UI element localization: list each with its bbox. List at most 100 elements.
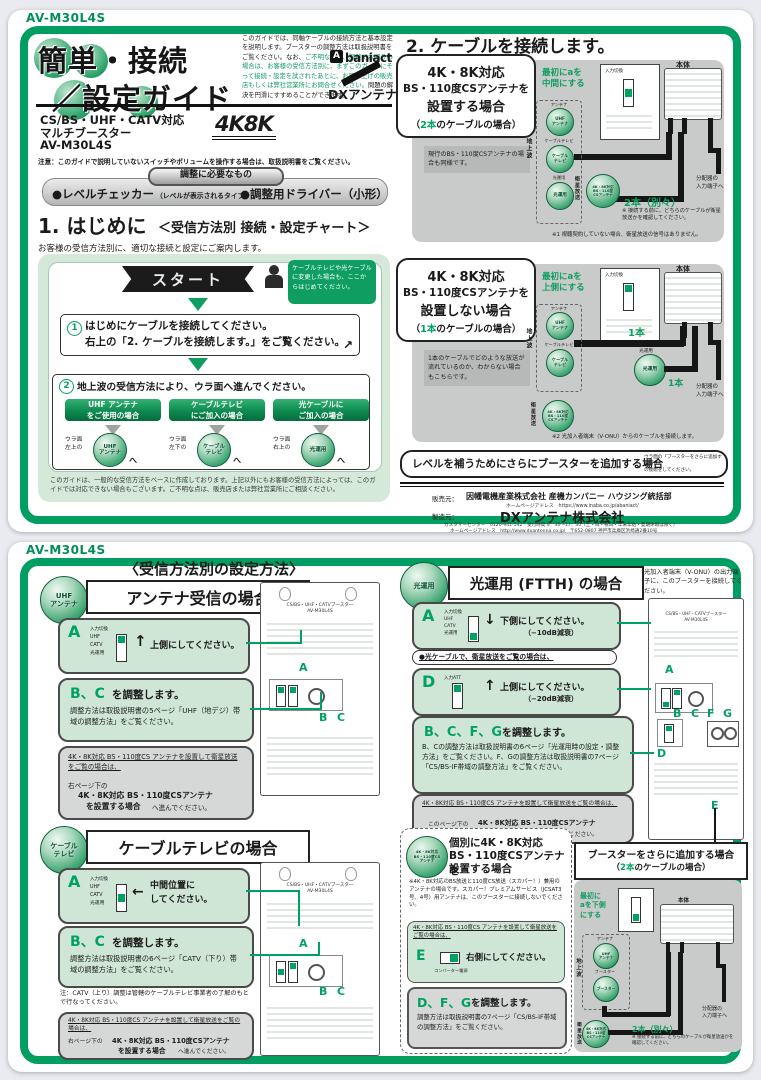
cable bbox=[680, 942, 684, 953]
case1-count-note: ※ 接続する前に、どちらのケーブルが衛星放送かを確認してください。 bbox=[622, 208, 721, 222]
catv-caption: ケーブルテレビ bbox=[544, 138, 574, 143]
tool-level-checker-note: （レベルが表示されるタイプ） bbox=[156, 192, 252, 200]
secD-e-line: 4K・8K対応 BS・110度CS アンテナを設置して衛星放送をご覧の場合は、 bbox=[413, 925, 557, 939]
case1-cable-count-label: 2本（別々） bbox=[624, 198, 681, 209]
branch-arrow-down bbox=[313, 425, 329, 435]
ftth-caption: 光運用 bbox=[552, 175, 566, 180]
case1-title-line2: BS・110度CSアンテナを bbox=[402, 83, 530, 95]
secE-source-box: アンテナ UHF アンテナ ブースター ブースター bbox=[582, 934, 630, 1010]
cable-satellite bbox=[598, 196, 682, 202]
case2-cable-count: 1本 bbox=[420, 324, 437, 335]
cable bbox=[602, 1012, 670, 1017]
input-switch-icon bbox=[116, 634, 127, 662]
gain-knob-icon bbox=[308, 688, 325, 705]
secB-gray-bold1: 4K・8K対応 BS・110度CSアンテナ bbox=[112, 1037, 230, 1045]
connector-line bbox=[630, 752, 654, 754]
gain-knob-icon bbox=[688, 691, 704, 707]
secA-instruction: 上側にしてください。 bbox=[150, 641, 240, 651]
add-booster-note: ウラ面の「ブースターをさらに追加する場合」 の接続をしてください。 bbox=[644, 455, 722, 473]
badge-C: C bbox=[337, 985, 346, 998]
cable bbox=[668, 118, 673, 134]
branch-catv-to: へ bbox=[233, 456, 241, 465]
letter-A: A bbox=[68, 872, 81, 891]
secE-cable-count: 2本 bbox=[620, 863, 635, 873]
secE-switch-inset bbox=[618, 888, 654, 932]
secC-boxD: D 入力ATT ↑ 上側にしてください。 （−20dB減衰） bbox=[412, 668, 621, 716]
catv-caption: ケーブルテレビ bbox=[544, 342, 574, 347]
antenna-stamp: UHF アンテナ bbox=[546, 108, 574, 136]
secC-gray-pre: このページ下の bbox=[428, 822, 469, 828]
adjust-label: を調整します。 bbox=[112, 689, 185, 701]
connector-line bbox=[246, 642, 302, 644]
unit-adjust-panel bbox=[269, 679, 343, 711]
antenna-stamp: UHF アンテナ bbox=[546, 312, 574, 340]
maker-contact-line: カスタマーセンター 0120-941-542 受付時間 9：30～17：30（土… bbox=[444, 523, 678, 528]
secE-count-note: ※ 接続する前に、どちらのケーブルが衛星放送かを確認してください。 bbox=[632, 1035, 734, 1047]
secB-gray-bold2: を設置する場合 bbox=[118, 1047, 166, 1055]
cable-output bbox=[716, 148, 721, 174]
case2-count2: 1本 bbox=[668, 379, 684, 389]
letters-BC: B、C bbox=[70, 934, 105, 950]
mount-hole bbox=[345, 867, 357, 881]
antenna-caption: アンテナ bbox=[550, 306, 568, 311]
secC-gray-line1: 4K・8K対応 BS・110度CS アンテナを設置して衛星放送をご覧の場合は、 bbox=[422, 801, 618, 807]
ftth-caption: 光運用 bbox=[639, 349, 653, 354]
secB-title: ケーブルテレビの場合 bbox=[86, 830, 310, 864]
secC-bcfg-body: B、Cの調整方法は取扱説明書の6ページ「光運用時の設定・調整方法」をご覧ください… bbox=[422, 743, 620, 772]
badge-C: C bbox=[337, 711, 346, 724]
case1-switch-inset: 入力切換 bbox=[600, 64, 660, 140]
page2-header: 〈受信方法別の設定方法〉 bbox=[124, 560, 305, 578]
flow-arrow-down bbox=[188, 298, 208, 311]
case2-count1: 1本 bbox=[628, 328, 645, 339]
att-switch-icon bbox=[664, 724, 674, 743]
d-att-panel bbox=[657, 719, 683, 747]
satellite-antenna-stamp: 4K・8K対応 BS・110度 CSアンテナ bbox=[582, 1020, 610, 1048]
branch-uhf-stamp: UHF アンテナ bbox=[93, 433, 127, 467]
att-switch-icon bbox=[288, 685, 298, 707]
letter-A: A bbox=[422, 606, 435, 625]
letter-D: D bbox=[422, 672, 436, 691]
secE-unit-label: 本体 bbox=[678, 898, 690, 904]
antenna-caption: アンテナ bbox=[550, 102, 568, 107]
secE-distributor-label: 分配器の 入力端子へ bbox=[702, 1006, 728, 1019]
secD-boxE: 4K・8K対応 BS・110度CS アンテナを設置して衛星放送をご覧の場合は、 … bbox=[407, 921, 565, 983]
step2-number: 2 bbox=[59, 379, 74, 394]
branch-ftth-stamp: 光運用 bbox=[301, 433, 335, 467]
secE-first-setting: 最初に aを下側 にする bbox=[580, 892, 606, 919]
mount-hole bbox=[279, 867, 291, 881]
unit-spec-rows bbox=[654, 627, 738, 661]
satellite-antenna-stamp: 4K・8K対応 BS・110度 CSアンテナ bbox=[542, 400, 574, 432]
badge-G: G bbox=[723, 707, 733, 720]
secA-gray-bold2: を設置する場合 bbox=[86, 802, 141, 811]
product-model-line: AV-M30L4S bbox=[40, 138, 113, 152]
adjust-label: を調整します。 bbox=[502, 728, 571, 739]
branch-catv-box: ケーブルテレビ にご加入の場合 bbox=[169, 399, 265, 421]
intro-text-green: ご不明な点や、調整でお困りの場合は、お客様の受信方法別に、まずこのガイドにそって… bbox=[242, 53, 393, 90]
intro-paragraph: このガイドでは、同軸ケーブルの接続方法と基本設定を説明します。ブースターの調整方… bbox=[242, 34, 394, 100]
connector-line bbox=[617, 688, 651, 690]
letter-E: E bbox=[416, 948, 426, 964]
secD-dfg-body: 調整方法は取扱説明書の7ページ「CS/BS-IF帯域の調整方法」をご覧ください。 bbox=[417, 1013, 557, 1031]
section1-lead: お客様の受信方法別に、適切な接続と設定にご案内します。 bbox=[38, 244, 267, 254]
flow-step2-box: 2 地上波の受信方法により、ウラ面へ進んでください。 UHF アンテナ をご使用… bbox=[52, 374, 370, 470]
cable bbox=[692, 326, 698, 372]
cable-output bbox=[716, 964, 726, 968]
badge-F: F bbox=[707, 707, 715, 720]
case1-distributor-label: 分配器の 入力端子へ bbox=[696, 176, 724, 190]
step1-number: 1 bbox=[67, 321, 82, 336]
tool-level-checker: ●レベルチェッカー bbox=[52, 187, 155, 201]
title-circle-decoration bbox=[54, 80, 94, 120]
secD-note: ※4K・8K対応のBS放送と110度CS放送（スカパー！）兼用のアンテナの場合で… bbox=[409, 879, 563, 909]
secD-attenuation: （−20dB減衰） bbox=[524, 695, 578, 703]
switch-inset-label: 入力切換 bbox=[605, 69, 623, 74]
section2-title: 2. ケーブルを接続します。 bbox=[406, 37, 615, 57]
secD-stamp: 4K・8K対応 BS・110度CS アンテナ bbox=[406, 836, 448, 878]
unit-spec-rows bbox=[267, 899, 373, 933]
product-type-line: マルチブースター bbox=[40, 126, 132, 140]
case2-unit-label: 本体 bbox=[676, 265, 690, 273]
terrestrial-label: 地上波 bbox=[525, 138, 532, 159]
section1-subtitle: ＜受信方法別 接続・設定チャート＞ bbox=[158, 221, 371, 236]
antenna-caption: アンテナ bbox=[596, 936, 614, 941]
unit-title: CS/BS・UHF・CATVブースター AV-M30L4S bbox=[286, 883, 354, 895]
antenna-stamp: UHF アンテナ bbox=[593, 943, 619, 969]
